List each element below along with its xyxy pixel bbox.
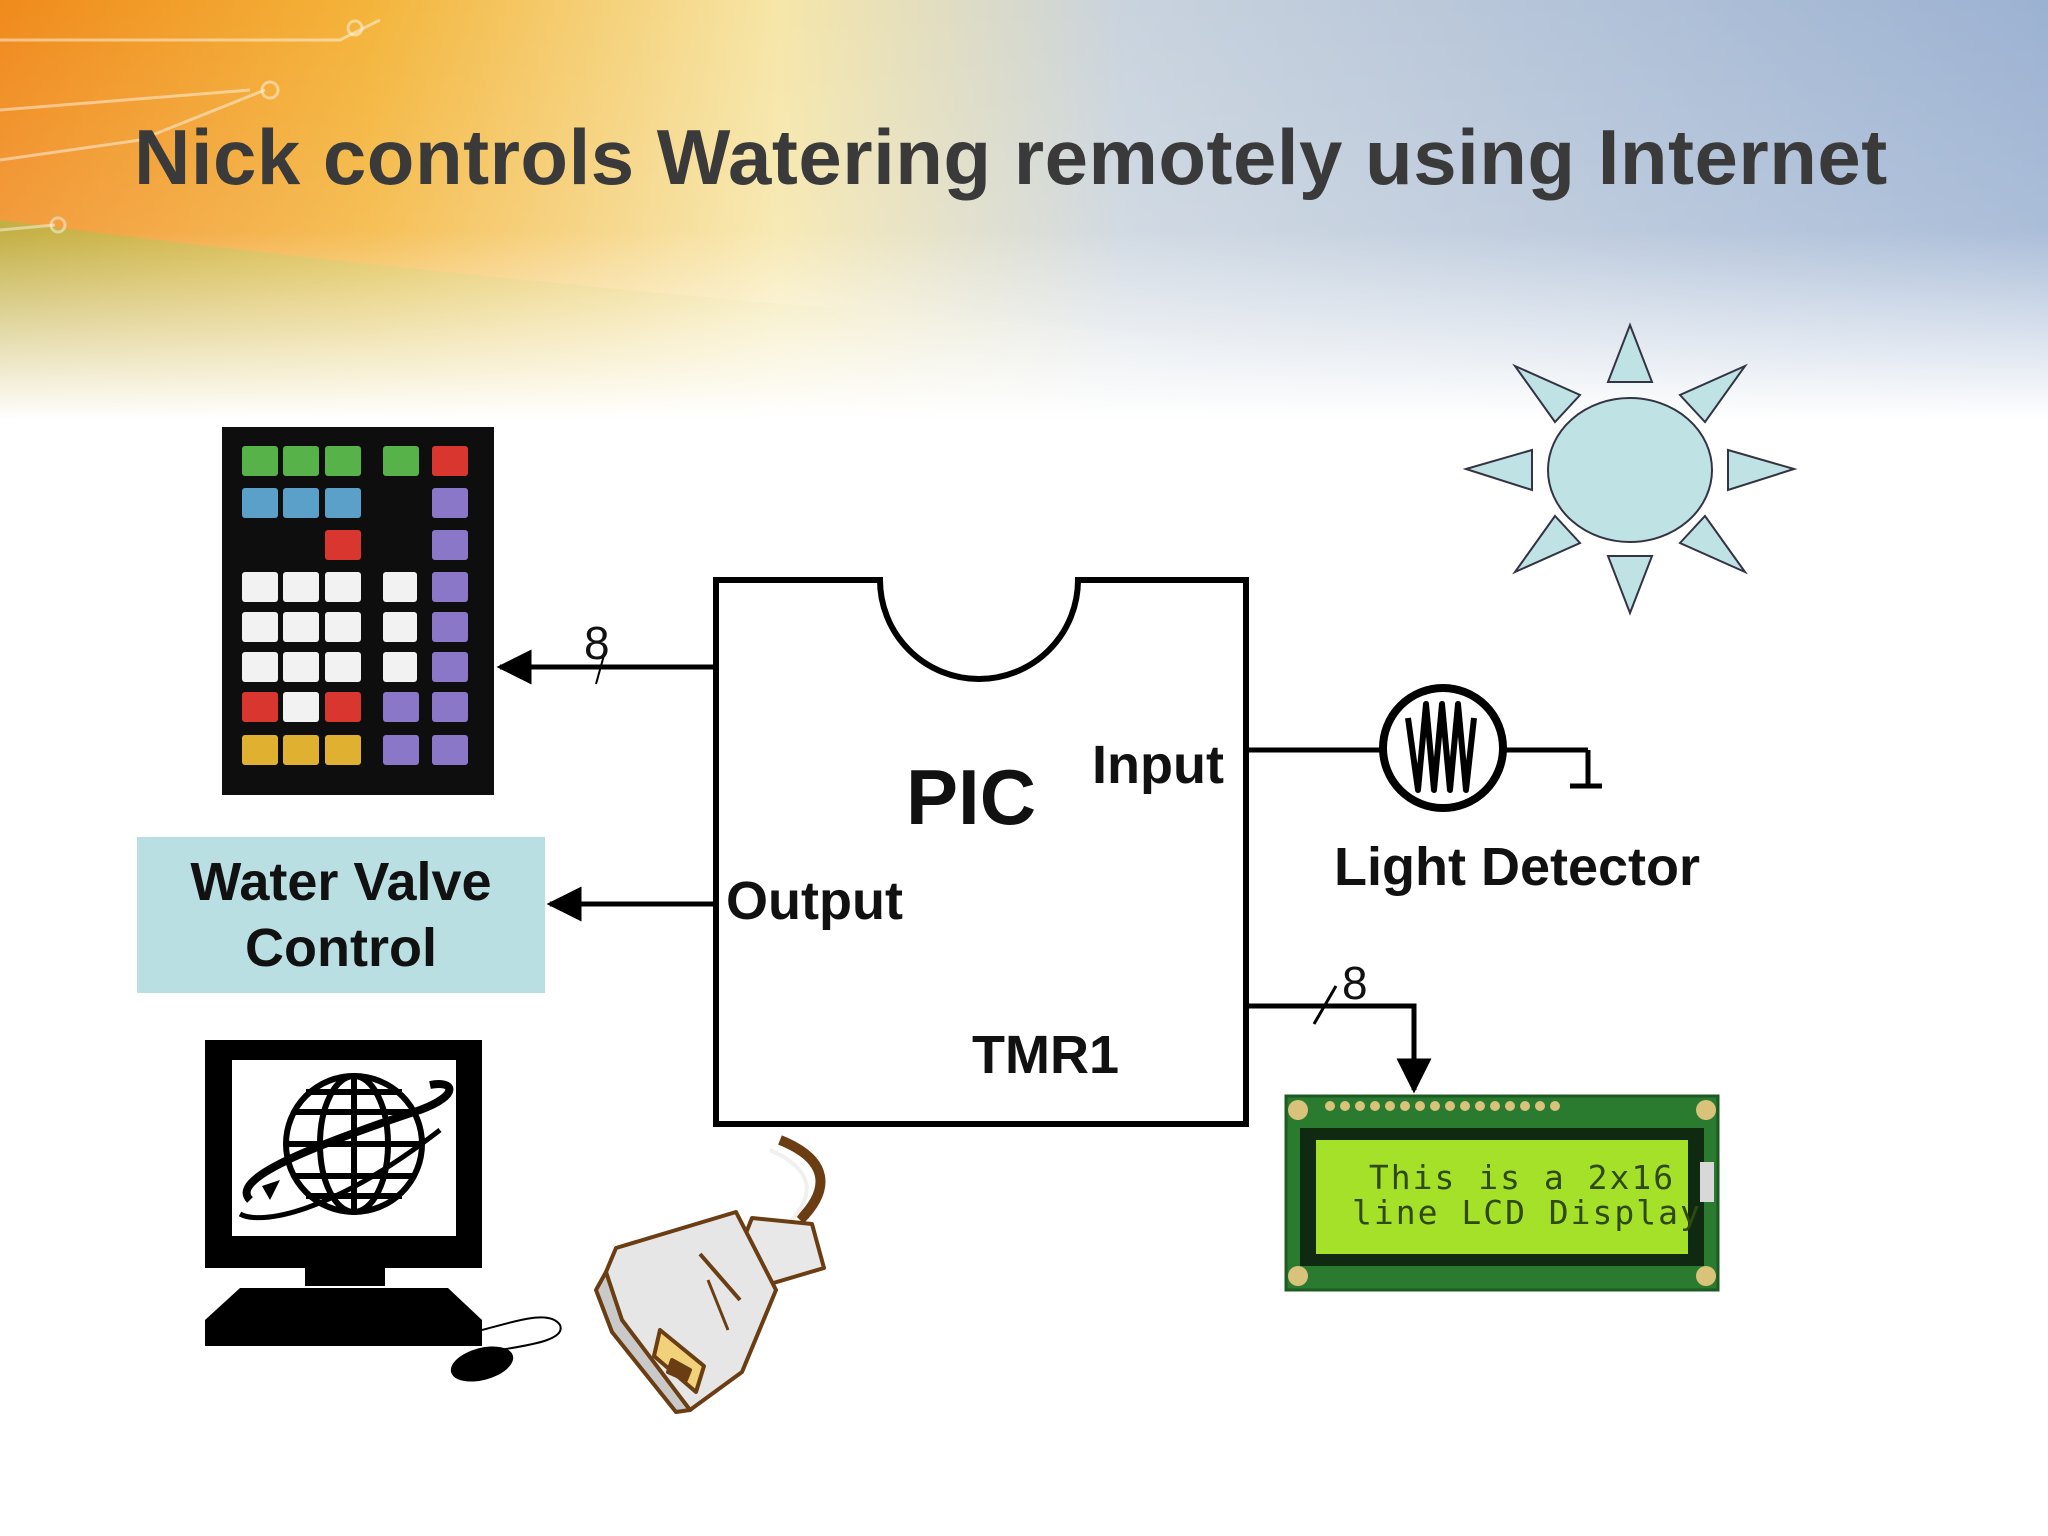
lcd-header-pin — [1370, 1101, 1380, 1111]
keypad-key — [432, 735, 468, 765]
keypad-key — [383, 652, 417, 682]
lcd-header-pin — [1460, 1101, 1470, 1111]
keypad-key — [242, 612, 278, 642]
keypad-key — [325, 446, 361, 476]
keypad-key — [383, 692, 419, 722]
keypad-key — [325, 488, 361, 518]
keypad-key — [383, 572, 417, 602]
keypad-key — [325, 572, 361, 602]
keypad-bus-slash — [595, 647, 607, 685]
valve-label-line2: Control — [245, 918, 437, 978]
lcd-header-pin — [1505, 1101, 1515, 1111]
light-sensor-icon — [1379, 684, 1507, 812]
keypad-key — [283, 446, 319, 476]
keypad-key — [432, 612, 468, 642]
keypad-icon — [222, 427, 494, 795]
lcd-header-pin — [1385, 1101, 1395, 1111]
lcd-header-pin — [1430, 1101, 1440, 1111]
keypad-key — [283, 735, 319, 765]
keypad-key — [242, 488, 278, 518]
sun-icon — [1462, 322, 1798, 616]
keypad-key — [432, 488, 468, 518]
lcd-display-icon — [1284, 1094, 1720, 1292]
input-label: Input — [1092, 735, 1224, 795]
lcd-bus-width: 8 — [1342, 957, 1368, 1009]
circuit-trace-decoration — [0, 18, 381, 234]
keypad-key — [242, 652, 278, 682]
lcd-header-pin — [1445, 1101, 1455, 1111]
timer-label: TMR1 — [972, 1025, 1119, 1085]
lcd-header-pin — [1535, 1101, 1545, 1111]
keypad-key — [432, 692, 468, 722]
keypad-key — [432, 652, 468, 682]
computer-icon — [205, 1040, 562, 1382]
valve-label-line1: Water Valve — [190, 852, 492, 912]
keypad-key — [283, 572, 319, 602]
pic-label: PIC — [906, 753, 1037, 841]
lcd-bus-slash — [1312, 985, 1338, 1025]
keypad-key — [432, 572, 468, 602]
lcd-header-pin — [1400, 1101, 1410, 1111]
lcd-header-pin — [1520, 1101, 1530, 1111]
keypad-key — [242, 572, 278, 602]
lcd-header-pin — [1355, 1101, 1365, 1111]
keypad-key — [242, 692, 278, 722]
keypad-key — [325, 652, 361, 682]
light-detector-label: Light Detector — [1334, 837, 1701, 897]
lcd-line-1: This is a 2x16 — [1368, 1158, 1676, 1197]
keypad-key — [383, 446, 419, 476]
lcd-header-pin — [1490, 1101, 1500, 1111]
pic-chip-body — [713, 577, 1249, 1127]
lcd-header-pin — [1550, 1101, 1560, 1111]
keypad-key — [383, 612, 417, 642]
keypad-key — [283, 652, 319, 682]
keypad-key — [325, 612, 361, 642]
serial-connector-icon — [594, 1135, 826, 1414]
keypad-key — [325, 735, 361, 765]
keypad-key — [432, 446, 468, 476]
keypad-key — [325, 530, 361, 560]
keypad-key — [242, 735, 278, 765]
keypad-key — [283, 692, 319, 722]
lcd-line-2: line LCD Display — [1352, 1193, 1702, 1232]
keypad-key — [242, 446, 278, 476]
lcd-header-pin — [1475, 1101, 1485, 1111]
lcd-header-pin — [1340, 1101, 1350, 1111]
keypad-key — [283, 488, 319, 518]
output-label: Output — [726, 871, 903, 931]
lcd-bus-arrow — [1246, 1003, 1432, 1094]
slide-title: Nick controls Watering remotely using In… — [134, 113, 1888, 201]
keypad-key — [432, 530, 468, 560]
keypad-key — [325, 692, 361, 722]
keypad-bus-width: 8 — [584, 617, 610, 669]
water-valve-control-box: Water Valve Control — [137, 837, 545, 993]
lcd-header-pin — [1325, 1101, 1335, 1111]
lcd-header-pin — [1415, 1101, 1425, 1111]
keypad-key — [283, 612, 319, 642]
keypad-key — [383, 735, 419, 765]
